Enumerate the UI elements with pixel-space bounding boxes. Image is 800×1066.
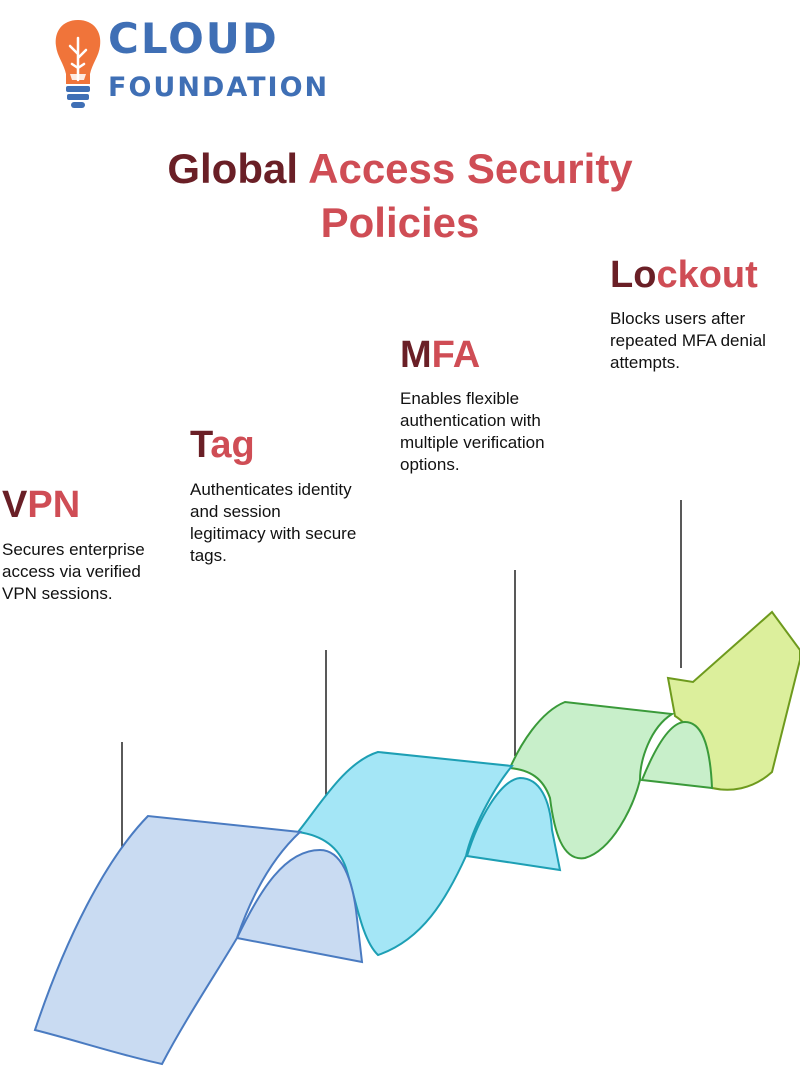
step-shape-mfa bbox=[508, 700, 675, 860]
page-title: Global Access Security Policies bbox=[0, 142, 800, 250]
step-title-vpn: VPN bbox=[2, 486, 80, 524]
step-description-line: repeated MFA denial bbox=[610, 331, 766, 350]
step-shape-tag bbox=[296, 750, 514, 957]
step-description-line: Secures enterprise bbox=[2, 540, 145, 559]
step-description-line: options. bbox=[400, 455, 460, 474]
brand-logo: CLOUD FOUNDATION bbox=[52, 14, 352, 114]
brand-name-line1: CLOUD bbox=[108, 14, 279, 63]
step-title-mfa: MFA bbox=[400, 336, 480, 374]
lightbulb-tree-icon bbox=[55, 20, 101, 108]
step-description-line: attempts. bbox=[610, 353, 680, 372]
step-title-vpn-part-1: V bbox=[2, 484, 28, 526]
step-description-line: VPN sessions. bbox=[2, 584, 113, 603]
brand-name-line2: FOUNDATION bbox=[108, 72, 330, 103]
step-underside-lockout bbox=[640, 720, 714, 790]
step-title-mfa-part-1: M bbox=[400, 334, 432, 376]
step-underside-tag bbox=[235, 848, 364, 964]
step-title-vpn-part-2: PN bbox=[27, 484, 81, 526]
step-title-lockout-part-2: ckout bbox=[656, 254, 758, 296]
title-line-2: Policies bbox=[320, 199, 480, 246]
step-underside-mfa bbox=[465, 776, 562, 872]
step-description-lockout: Blocks users after repeated MFA denial a… bbox=[610, 308, 766, 374]
title-line-1: Global Access Security bbox=[0, 142, 800, 196]
step-description-line: Enables flexible bbox=[400, 389, 520, 408]
step-description-vpn: Secures enterprise access via verified V… bbox=[2, 539, 145, 605]
step-title-mfa-part-2: FA bbox=[431, 334, 481, 376]
title-part-2: Access Security bbox=[308, 145, 633, 192]
step-description-line: Blocks users after bbox=[610, 309, 746, 328]
step-description-line: authentication with bbox=[400, 411, 541, 430]
step-description-line: access via verified bbox=[2, 562, 141, 581]
step-title-tag-part-2: ag bbox=[210, 424, 255, 466]
step-description-line: and session bbox=[190, 502, 281, 521]
step-description-line: tags. bbox=[190, 546, 227, 565]
step-description-tag: Authenticates identity and session legit… bbox=[190, 479, 356, 567]
step-title-tag: Tag bbox=[190, 426, 255, 464]
step-title-lockout-part-1: Lo bbox=[610, 254, 657, 296]
title-part-1: Global bbox=[167, 145, 309, 192]
step-title-tag-part-1: T bbox=[190, 424, 211, 466]
step-title-lockout: Lockout bbox=[610, 256, 758, 294]
step-shape-vpn bbox=[33, 814, 303, 1066]
step-description-line: legitimacy with secure bbox=[190, 524, 357, 543]
step-description-mfa: Enables flexible authentication with mul… bbox=[400, 388, 545, 476]
step-description-line: Authenticates identity bbox=[190, 480, 352, 499]
step-description-line: multiple verification bbox=[400, 433, 545, 452]
